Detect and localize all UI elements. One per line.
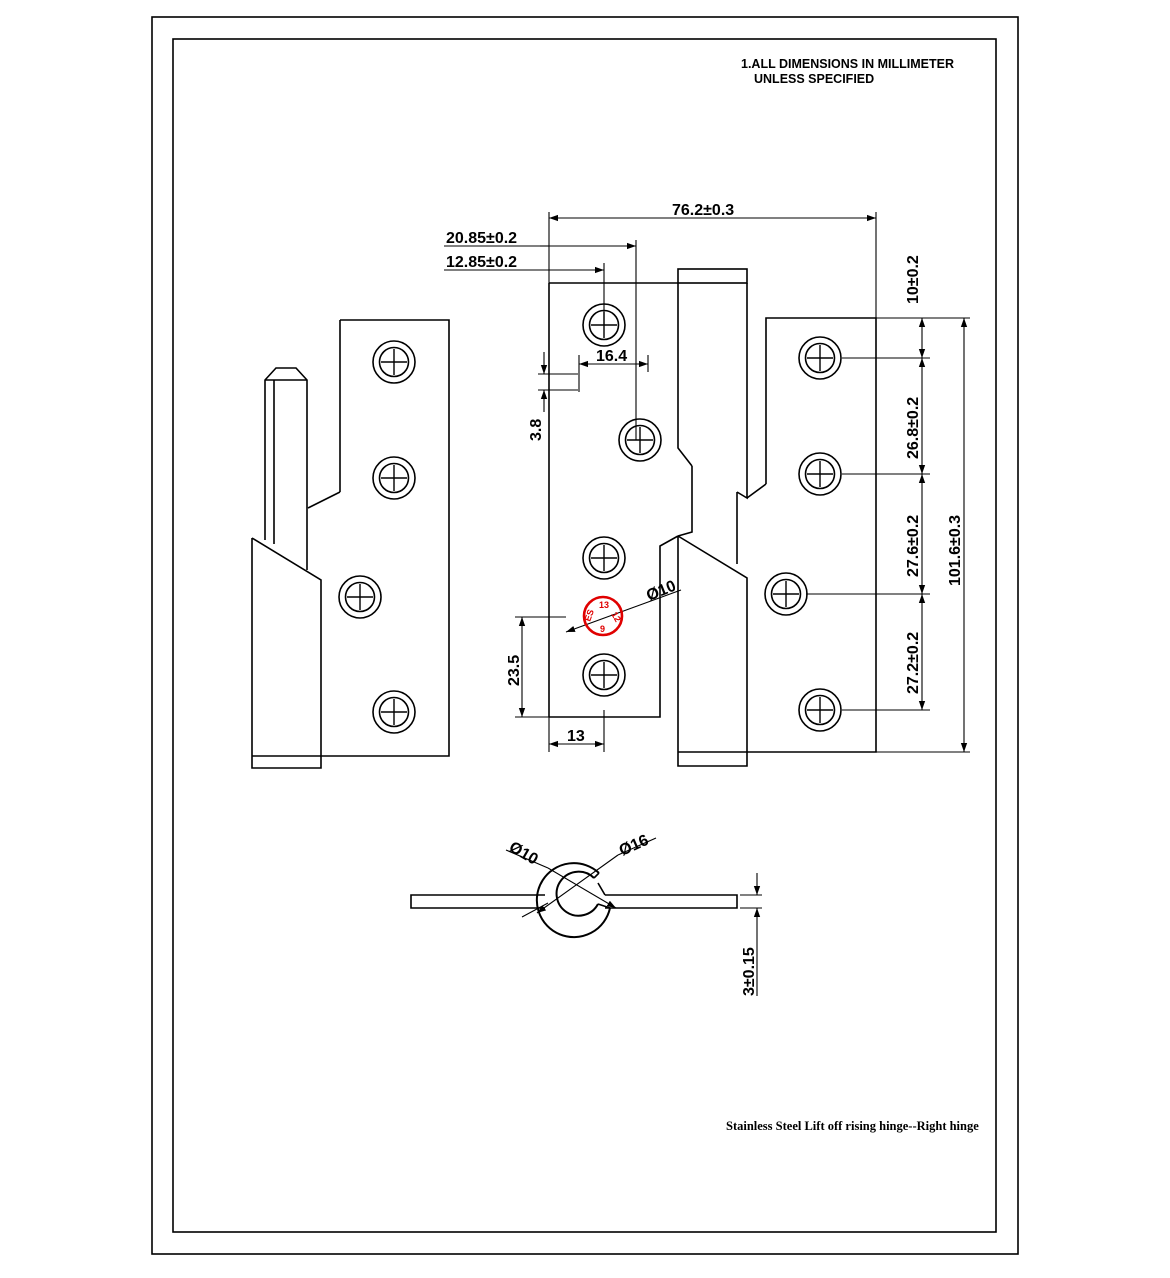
dimension-lines — [444, 212, 970, 996]
screw-hole-icon — [582, 536, 626, 580]
dim-bottom-edge: 23.5 — [506, 655, 523, 686]
screw-hole-icon — [338, 575, 382, 619]
dim-overall-height: 101.6±0.3 — [947, 515, 964, 586]
stamp-text-1: 13 — [599, 600, 609, 610]
screw-hole-icon — [798, 336, 842, 380]
note-line-1: 1.ALL DIMENSIONS IN MILLIMETER — [741, 57, 954, 71]
dimension-labels: 76.2±0.3 20.85±0.2 12.85±0.2 16.4 3.8 23… — [446, 202, 964, 996]
screw-hole-icon — [618, 418, 662, 462]
screw-hole-icon — [372, 456, 416, 500]
dim-hole-offset-1: 20.85±0.2 — [446, 230, 517, 247]
dim-hole-offset-2: 12.85±0.2 — [446, 254, 517, 271]
outer-frame — [151, 16, 1019, 1255]
stamp-text-3: 12 — [609, 610, 623, 624]
dim-hole-spacing-x: 16.4 — [596, 348, 627, 365]
dim-small-gap: 3.8 — [528, 419, 545, 441]
inspection-stamp: 13 ES 12 9 — [582, 595, 624, 637]
screw-hole-icon — [372, 340, 416, 384]
dim-hole-from-edge: 13 — [567, 728, 585, 745]
left-hinge-view — [251, 319, 450, 769]
screw-hole-icon — [798, 688, 842, 732]
middle-hinge-view — [548, 268, 877, 767]
screw-hole-icon — [372, 690, 416, 734]
drawing-caption: Stainless Steel Lift off rising hinge--R… — [726, 1119, 979, 1133]
inner-frame — [172, 38, 997, 1233]
screw-hole-icon — [764, 572, 808, 616]
screw-hole-icon — [798, 452, 842, 496]
dim-spacing-b: 27.6±0.2 — [905, 515, 922, 577]
dim-spacing-a: 26.8±0.2 — [905, 397, 922, 459]
dim-thickness: 3±0.15 — [741, 947, 758, 996]
stamp-text-4: 9 — [600, 624, 605, 634]
dim-top-margin: 10±0.2 — [905, 255, 922, 304]
dim-hole-diameter: Ø10 — [644, 578, 679, 605]
dim-spacing-c: 27.2±0.2 — [905, 632, 922, 694]
dim-pin-diameter: Ø10 — [506, 839, 541, 869]
section-view — [410, 862, 738, 939]
screw-hole-icon — [582, 653, 626, 697]
screw-holes — [338, 303, 842, 734]
dim-knuckle-diameter: Ø16 — [617, 832, 652, 860]
dim-overall-width: 76.2±0.3 — [672, 202, 734, 219]
note-line-2: UNLESS SPECIFIED — [754, 72, 874, 86]
stamp-text-2: ES — [582, 608, 596, 623]
